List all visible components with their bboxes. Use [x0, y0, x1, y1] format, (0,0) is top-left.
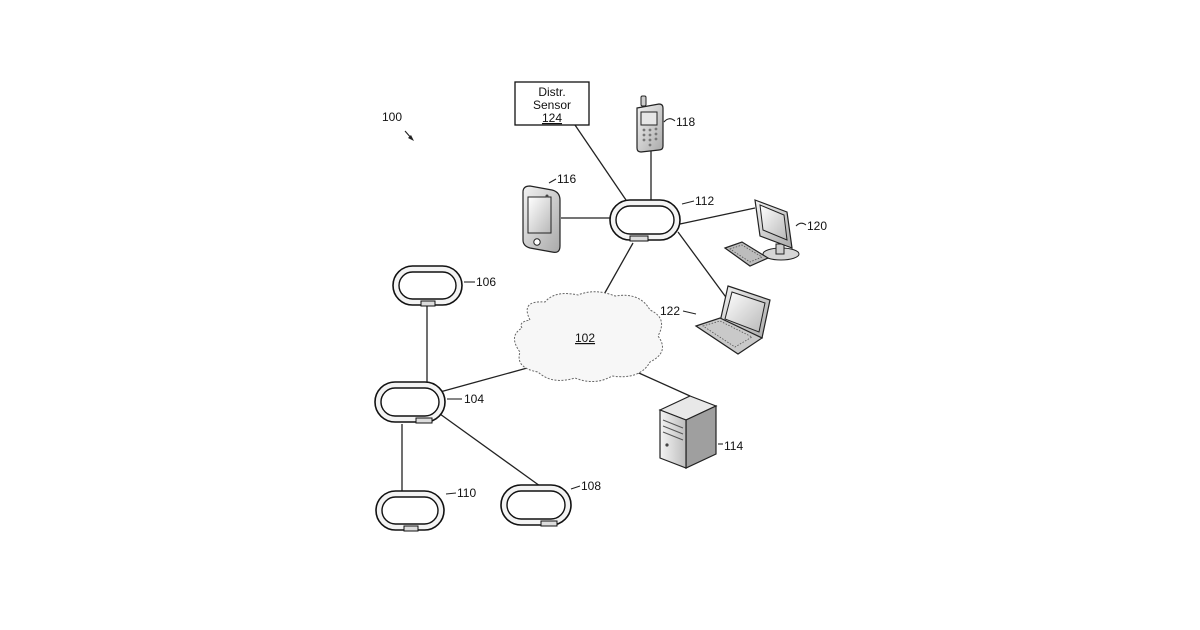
label-106: 106	[476, 275, 496, 289]
leader-118	[664, 119, 675, 122]
link-104-102	[440, 365, 538, 392]
wristband-icon	[375, 382, 445, 423]
label-110: 110	[457, 486, 476, 500]
cloud-icon: 102	[514, 292, 662, 382]
label-108: 108	[581, 479, 601, 493]
link-112-122	[678, 232, 728, 300]
wristband-icon	[393, 266, 462, 306]
wristband-icon	[610, 200, 680, 241]
laptop-122: 122	[660, 286, 770, 354]
leader-108	[571, 486, 580, 489]
tablet-116: 116	[523, 172, 576, 252]
link-102-114	[630, 369, 690, 396]
link-102-112	[602, 243, 633, 298]
server-icon	[660, 396, 716, 468]
wristband-icon	[376, 491, 444, 531]
link-112-120	[680, 208, 755, 224]
wristband-106: 106	[393, 266, 496, 306]
network-label: 102	[575, 331, 595, 345]
label-114: 114	[724, 439, 743, 453]
figure-number: 100	[382, 110, 402, 124]
leader-122	[683, 311, 696, 314]
cell-phone-icon	[637, 96, 663, 152]
tablet-icon	[523, 186, 560, 252]
label-120: 120	[807, 219, 827, 233]
leader-120	[796, 223, 806, 226]
phone-118: 118	[637, 96, 695, 152]
wristband-112: 112	[610, 194, 714, 241]
leader-110	[446, 493, 456, 494]
wristband-104: 104	[375, 382, 484, 423]
wristband-icon	[501, 485, 571, 526]
label-104: 104	[464, 392, 484, 406]
desktop-120: 120	[725, 200, 827, 266]
link-112-124	[575, 125, 626, 200]
label-112: 112	[695, 194, 714, 208]
leader-112	[682, 201, 694, 204]
wristband-110: 110	[376, 486, 476, 531]
wristband-108: 108	[501, 479, 601, 526]
link-104-108	[440, 414, 540, 486]
sensor-ref: 124	[542, 111, 562, 125]
figure-reference: 100	[382, 110, 414, 141]
label-116: 116	[557, 172, 576, 186]
sensor-line1: Distr.	[538, 85, 565, 99]
label-122: 122	[660, 304, 680, 318]
leader-116	[549, 179, 556, 183]
sensor-line2: Sensor	[533, 98, 571, 112]
label-118: 118	[676, 115, 695, 129]
desktop-computer-icon	[725, 200, 799, 266]
laptop-icon	[696, 286, 770, 354]
distributed-sensor-box: Distr. Sensor 124	[515, 82, 589, 125]
server-114: 114	[660, 396, 743, 468]
